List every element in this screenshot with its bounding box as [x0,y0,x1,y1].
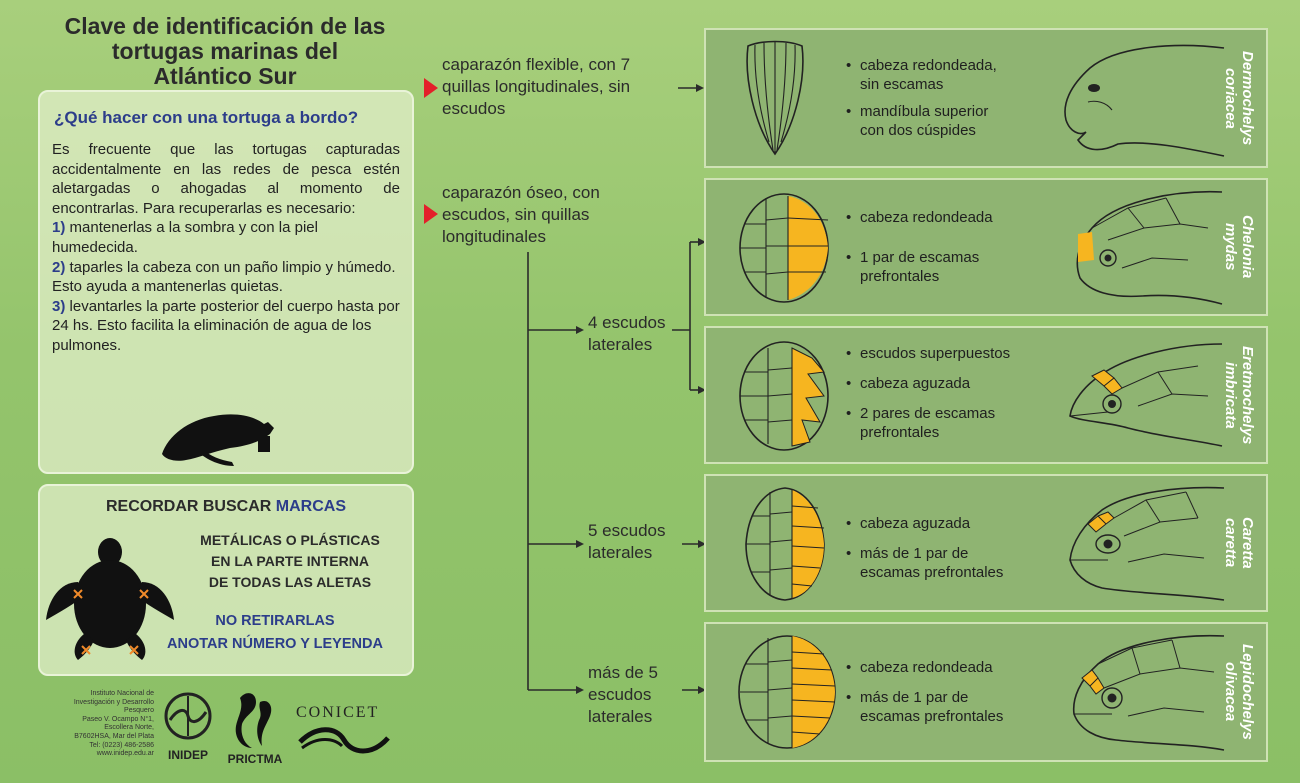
lepidochelys-shell-icon [738,635,836,749]
page-title: Clave de identificación de las tortugas … [30,14,420,89]
chelonia-head-icon [1076,190,1223,305]
chelonia-shell-icon [739,193,829,303]
inidep-logo-icon [164,692,212,740]
onboard-body: Es frecuente que las tortugas capturadas… [52,140,400,356]
onboard-intro: Es frecuente que las tortugas capturadas… [52,141,400,217]
feature-lepidochelys-1: •cabeza redondeada [846,659,993,676]
remember-heading: RECORDAR BUSCAR MARCAS [105,498,346,515]
species-box-lepidochelys: •cabeza redondeada •más de 1 par de esca… [704,622,1268,762]
species-box-caretta: •cabeza aguzada •más de 1 par de escamas… [704,474,1268,612]
remember-warnings: NO RETIRARLAS ANOTAR NÚMERO Y LEYENDA [167,613,383,652]
title-line-2: tortugas marinas del [111,38,339,64]
eretmochelys-shell-icon [739,341,829,451]
key-four-scutes: 4 escudos laterales [588,313,666,354]
leatherback-shell-icon [746,40,804,156]
feature-caretta-1: •cabeza aguzada [846,515,971,532]
onboard-step-3: 3) levantarles la parte posterior del cu… [52,297,400,354]
species-box-eretmochelys: •escudos superpuestos •cabeza aguzada •2… [704,326,1268,464]
key-flexible: caparazón flexible, con 7 quillas longit… [442,55,631,118]
feature-lepidochelys-2: •más de 1 par de escamas prefrontales [846,689,1004,725]
lepidochelys-head-icon [1072,634,1225,751]
remember-instructions: METÁLICAS O PLÁSTICAS EN LA PARTE INTERN… [200,532,380,590]
species-box-chelonia: •cabeza redondeada •1 par de escamas pre… [704,178,1268,316]
red-marker-bony [424,204,438,224]
feature-chelonia-1: •cabeza redondeada [846,209,993,226]
conicet-name: CONICET [296,704,380,721]
key-bony: caparazón óseo, con escudos, sin quillas… [442,183,600,246]
title-line-1: Clave de identificación de las [64,13,386,39]
key-five-scutes: 5 escudos laterales [588,521,666,562]
prictma-name: PRICTMA [227,752,283,766]
conicet-logo-icon [298,727,390,754]
onboard-step-2: 2) taparles la cabeza con un paño limpio… [52,258,396,296]
remember-panel: RECORDAR BUSCAR MARCAS METÁLICAS O PLÁST… [38,484,414,676]
turtle-tags-icon [46,538,174,660]
onboard-info-panel: ¿Qué hacer con una tortuga a bordo? Es f… [38,90,414,474]
species-box-dermochelys: •cabeza redondeada, sin escamas •mandíbu… [704,28,1268,168]
leatherback-head-icon [1064,44,1225,157]
feature-dermochelys-1: •cabeza redondeada, sin escamas [846,57,997,93]
inidep-address: Instituto Nacional de Investigación y De… [73,690,154,758]
title-line-3: Atlántico Sur [153,63,297,89]
onboard-heading: ¿Qué hacer con una tortuga a bordo? [54,108,359,127]
caretta-head-icon [1069,486,1225,601]
feature-caretta-2: •más de 1 par de escamas prefrontales [846,545,1004,581]
feature-eretmochelys-2: •cabeza aguzada [846,375,971,392]
feature-dermochelys-2: •mandíbula superior con dos cúspides [846,103,989,139]
red-marker-flexible [424,78,438,98]
onboard-step-1: 1) mantenerlas a la sombra y con la piel… [52,219,318,256]
feature-eretmochelys-1: •escudos superpuestos [846,345,1011,362]
caretta-shell-icon [745,487,825,601]
eretmochelys-head-icon [1069,343,1223,447]
feature-eretmochelys-3: •2 pares de escamas prefrontales [846,405,996,441]
key-more-scutes: más de 5 escudos laterales [588,663,658,726]
turtle-silhouette-icon [162,414,274,466]
prictma-logo-icon [235,693,272,748]
feature-chelonia-2: •1 par de escamas prefrontales [846,249,980,285]
inidep-name: INIDEP [167,748,208,762]
